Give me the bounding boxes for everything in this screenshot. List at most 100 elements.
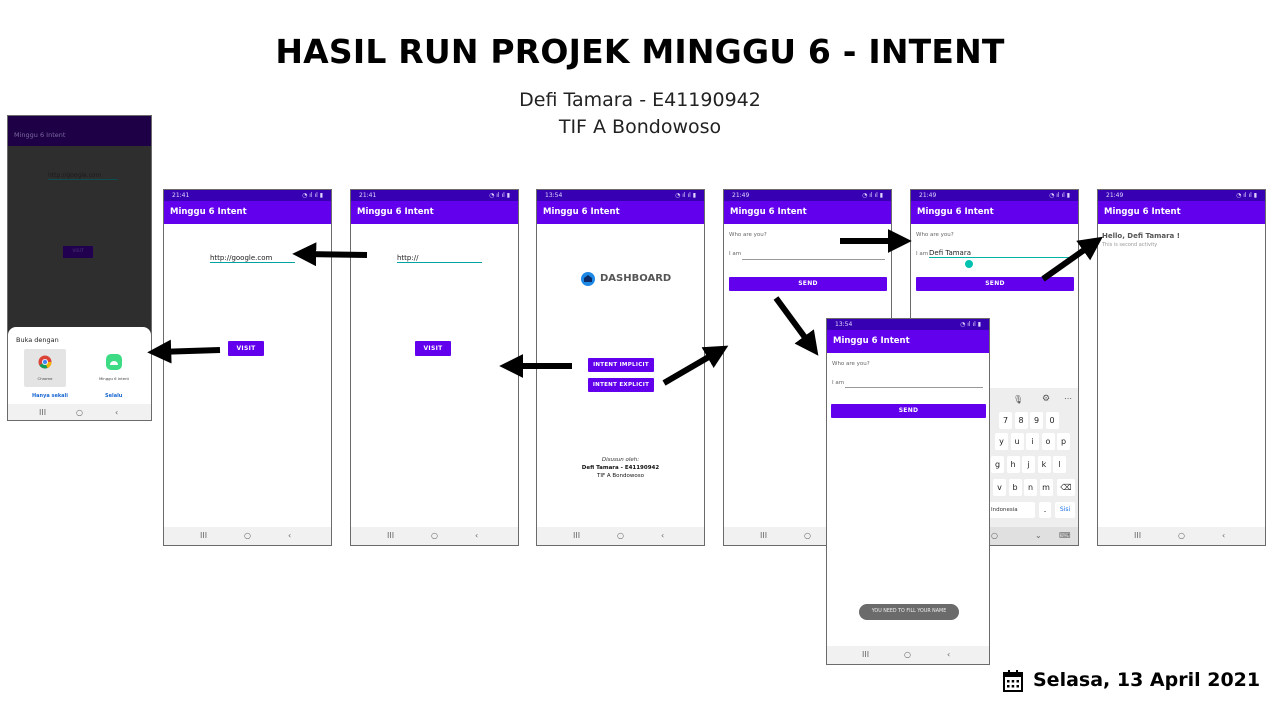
status-time: 13:54: [545, 192, 563, 199]
phone-implicit-empty: 21:41◔ ıl ıl ▮ Minggu 6 Intent http:// V…: [350, 189, 519, 546]
recents-icon[interactable]: III: [387, 531, 395, 540]
recents-icon[interactable]: III: [1134, 531, 1142, 540]
key-p[interactable]: p: [1057, 433, 1070, 450]
status-bar: 21:49◔ ıl ıl ▮: [911, 190, 1078, 201]
recents-icon[interactable]: III: [200, 531, 208, 540]
app-title-dim: Minggu 6 Intent: [14, 131, 66, 139]
credit-label: Disusun oleh:: [601, 457, 640, 463]
key-0[interactable]: 0: [1045, 412, 1059, 429]
key-u[interactable]: u: [1010, 433, 1024, 450]
name-input[interactable]: [845, 387, 983, 388]
key-o[interactable]: o: [1041, 433, 1055, 450]
home-icon[interactable]: ○: [244, 531, 251, 540]
recents-icon[interactable]: III: [862, 650, 870, 659]
home-icon[interactable]: ○: [904, 650, 911, 659]
nav-bar: III ○ ‹: [164, 527, 331, 545]
recents-icon[interactable]: III: [39, 408, 47, 417]
send-button[interactable]: SEND: [831, 404, 986, 418]
home-icon[interactable]: ○: [431, 531, 438, 540]
status-time: 21:49: [1106, 192, 1124, 199]
calendar-icon: [1003, 670, 1023, 692]
i-am-label: I am: [729, 251, 742, 257]
android-icon: [106, 354, 122, 370]
send-button[interactable]: SEND: [916, 277, 1074, 291]
back-icon[interactable]: ‹: [288, 531, 292, 540]
i-am-label: I am: [916, 251, 929, 257]
key-m[interactable]: m: [1039, 479, 1053, 496]
url-input[interactable]: http://google.com: [210, 254, 295, 263]
key-9[interactable]: 9: [1030, 412, 1043, 429]
chooser-app-minggu6[interactable]: Minggu 6 Intent: [93, 349, 135, 387]
url-input[interactable]: http://: [397, 254, 482, 263]
dashboard-heading: DASHBOARD: [600, 273, 672, 284]
visit-button[interactable]: VISIT: [228, 341, 264, 356]
chooser-app-chrome[interactable]: Chrome: [24, 349, 66, 387]
collapse-icon[interactable]: ⌄: [1035, 531, 1042, 540]
home-icon[interactable]: ○: [991, 531, 998, 540]
status-bar: 13:54 ◔ ıl ıl ▮: [537, 190, 704, 201]
once-button[interactable]: Hanya sekali: [32, 393, 68, 399]
who-are-you-label: Who are you?: [729, 232, 767, 238]
key-7[interactable]: 7: [999, 412, 1012, 429]
dashboard-icon: [581, 272, 595, 286]
status-icons: ◔ ıl ıl ▮: [675, 192, 696, 199]
key-h[interactable]: h: [1006, 456, 1020, 473]
footer-date: Selasa, 13 April 2021: [1033, 669, 1261, 691]
text-cursor-handle[interactable]: [965, 260, 973, 268]
who-are-you-label: Who are you?: [916, 232, 954, 238]
home-icon[interactable]: ○: [617, 531, 624, 540]
chooser-sheet: Buka dengan Chrome Minggu 6 Intent Hanya…: [8, 327, 151, 420]
gear-icon[interactable]: ⚙: [1042, 394, 1051, 404]
period-key[interactable]: .: [1039, 502, 1051, 518]
key-v[interactable]: v: [993, 479, 1006, 496]
key-l[interactable]: l: [1053, 456, 1066, 473]
credit-name: Defi Tamara - E41190942: [581, 465, 660, 471]
toast-message: YOU NEED TO FILL YOUR NAME: [859, 604, 959, 620]
back-icon[interactable]: ‹: [661, 531, 665, 540]
back-icon[interactable]: ‹: [475, 531, 479, 540]
back-icon[interactable]: ‹: [115, 408, 119, 417]
home-icon[interactable]: ○: [1178, 531, 1185, 540]
home-icon[interactable]: ○: [804, 531, 811, 540]
enter-key[interactable]: Sisi: [1055, 502, 1075, 518]
app-bar-title: Minggu 6 Intent: [164, 201, 331, 224]
key-b[interactable]: b: [1008, 479, 1022, 496]
key-j[interactable]: j: [1022, 456, 1035, 473]
app-bar-title: Minggu 6 Intent: [1098, 201, 1265, 224]
status-bar: 13:54◔ ıl ıl ▮: [827, 319, 989, 330]
send-button[interactable]: SEND: [729, 277, 887, 291]
space-key[interactable]: Indonesia: [987, 502, 1035, 518]
more-icon[interactable]: ⋯: [1064, 394, 1072, 403]
back-icon[interactable]: ‹: [1222, 531, 1226, 540]
recents-icon[interactable]: III: [760, 531, 768, 540]
name-input[interactable]: Defi Tamara: [929, 249, 1072, 258]
nav-bar: III ○ ‹: [537, 527, 704, 545]
back-icon[interactable]: ‹: [947, 650, 951, 659]
key-n[interactable]: n: [1024, 479, 1037, 496]
keyboard-icon[interactable]: ⌨: [1059, 531, 1071, 540]
app-bar-title: Minggu 6 Intent: [351, 201, 518, 224]
status-time: 21:49: [732, 192, 750, 199]
always-button[interactable]: Selalu: [105, 393, 123, 399]
url-field-dim: http://google.com: [48, 172, 118, 180]
phone-implicit-filled: 21:41◔ ıl ıl ▮ Minggu 6 Intent http://go…: [163, 189, 332, 546]
intent-implicit-button[interactable]: INTENT IMPLICIT: [588, 358, 654, 372]
key-i[interactable]: i: [1026, 433, 1039, 450]
key-y[interactable]: y: [995, 433, 1008, 450]
intent-explicit-button[interactable]: INTENT EXPLICIT: [588, 378, 654, 392]
phone-chooser: Minggu 6 Intent http://google.com VISIT …: [7, 115, 152, 421]
home-icon[interactable]: ○: [76, 408, 83, 417]
chooser-title: Buka dengan: [16, 336, 59, 344]
mic-icon[interactable]: 🎙: [1013, 395, 1024, 404]
key-8[interactable]: 8: [1014, 412, 1028, 429]
backspace-key[interactable]: ⌫: [1057, 479, 1075, 496]
name-input[interactable]: [742, 259, 885, 260]
author-line: Defi Tamara - E41190942: [519, 89, 761, 111]
key-k[interactable]: k: [1037, 456, 1051, 473]
key-g[interactable]: g: [991, 456, 1004, 473]
greeting-text: Hello, Defi Tamara !: [1102, 232, 1180, 240]
visit-button[interactable]: VISIT: [415, 341, 451, 356]
recents-icon[interactable]: III: [573, 531, 581, 540]
page-title: HASIL RUN PROJEK MINGGU 6 - INTENT: [275, 32, 1005, 71]
i-am-label: I am: [832, 380, 845, 386]
